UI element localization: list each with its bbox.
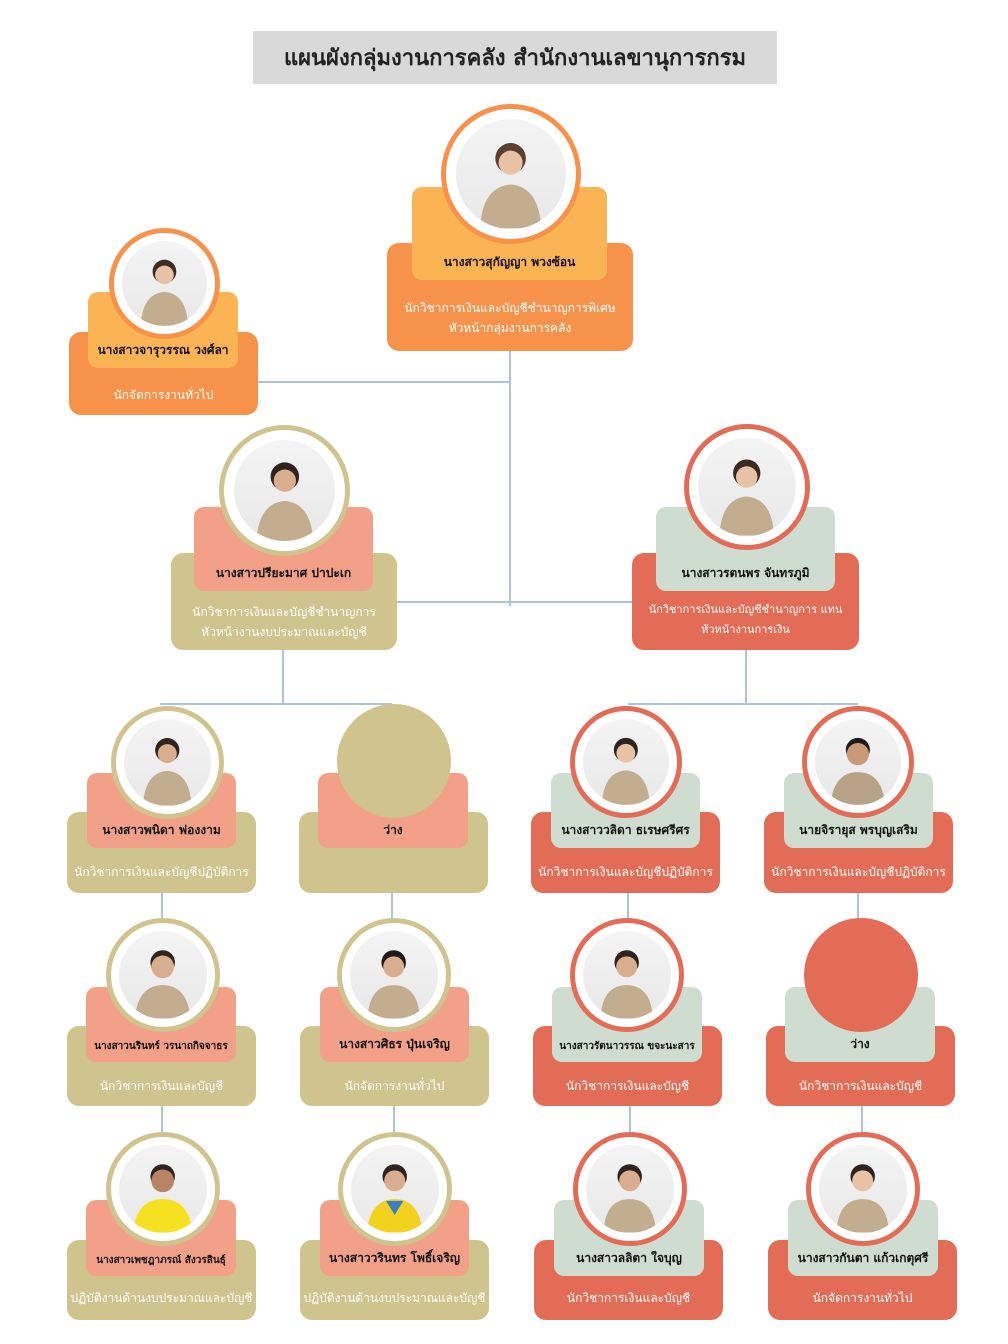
card-r1c4-desc: นักวิชาการเงินและบัญชีปฏิบัติการ (771, 865, 946, 879)
photo-budget-head (219, 425, 350, 556)
photo-r3c4 (806, 1132, 920, 1246)
name-r2c2: นางสาวศิธร ปุ่นเจริญ (339, 1037, 450, 1051)
photo-r3c3 (573, 1132, 687, 1246)
photo-r2c3 (570, 918, 684, 1032)
name-r3c4: นางสาวกันตา แก้วเกตุศรี (797, 1251, 929, 1265)
name-r1c1: นางสาวพนิดา ฟองงาม (102, 823, 221, 837)
name-r2c3: นางสาวรัตนาวรรณ ขจะนะสาร (559, 1041, 695, 1052)
name-r3c3: นางสาวลลิตา ใจบุญ (576, 1251, 682, 1265)
card-admin-desc: นักจัดการงานทั่วไป (113, 388, 214, 402)
photo-r3c1 (106, 1132, 220, 1246)
name-head: นางสาวสุกัญญา พวงซ้อน (443, 255, 576, 269)
photo-r2c1 (106, 918, 220, 1032)
photo-finance-head (684, 424, 810, 550)
card-r2c4-desc: นักวิชาการเงินและบัญชี (798, 1079, 923, 1093)
name-r1c3: นางสาววลิดา ธเรษศรีศร (561, 823, 690, 837)
name-admin: นางสาวจารุวรรณ วงศ์ลา (97, 343, 229, 357)
photo-r1c1 (111, 706, 224, 819)
photo-r2c4-vacant (804, 918, 918, 1032)
card-r3c3-desc: นักวิชาการเงินและบัญชี (566, 1291, 691, 1305)
card-r1c1-desc: นักวิชาการเงินและบัญชีปฏิบัติการ (74, 865, 249, 879)
card-finance-head-desc: นักวิชาการเงินและบัญชีชำนาญการ แทน หัวหน… (648, 603, 843, 636)
card-r2c3-desc: นักวิชาการเงินและบัญชี (565, 1079, 690, 1093)
photo-r1c4 (802, 706, 914, 818)
name-r2c4: ว่าง (850, 1037, 870, 1051)
photo-r1c3 (570, 706, 682, 818)
name-r2c1: นางสาวนรินทร์ วรนาถกิจจาธร (94, 1041, 228, 1052)
name-r1c4: นายจิรายุส พรบุญเสริม (799, 823, 918, 837)
name-finance-head: นางสาวรตนพร จันทรภูมิ (681, 566, 810, 580)
name-r1c2: ว่าง (383, 823, 403, 837)
card-head-desc: นักวิชาการเงินและบัญชีชำนาญการพิเศษ หัวห… (404, 301, 616, 335)
name-r3c1: นางสาวเพชฎาภรณ์ สังวรสินธุ์ (96, 1255, 226, 1266)
chart-title: แผนผังกลุ่มงานการคลัง สำนักงานเลขานุการก… (253, 31, 777, 84)
name-r3c2: นางสาววรินทร โพธิ์เจริญ (328, 1251, 460, 1265)
card-budget-head-desc: นักวิชาการเงินและบัญชีชำนาญการ หัวหน้างา… (192, 605, 376, 639)
photo-admin (109, 228, 220, 339)
card-r3c4-desc: นักจัดการงานทั่วไป (812, 1291, 913, 1305)
card-r2c1-desc: นักวิชาการเงินและบัญชี (99, 1079, 224, 1093)
photo-r3c2 (338, 1132, 452, 1246)
card-r2c2-desc: นักจัดการงานทั่วไป (344, 1079, 445, 1093)
card-r1c3-desc: นักวิชาการเงินและบัญชีปฏิบัติการ (538, 865, 713, 879)
card-r3c1-desc: ปฏิบัติงานด้านงบประมาณและบัญชี (70, 1291, 253, 1305)
name-budget-head: นางสาวปรียะมาศ ปาปะเก (215, 566, 352, 580)
card-r3c2-desc: ปฏิบัติงานด้านงบประมาณและบัญชี (303, 1291, 486, 1305)
photo-r2c2 (337, 918, 451, 1032)
photo-r1c2-vacant (337, 704, 451, 818)
photo-head (441, 104, 581, 244)
